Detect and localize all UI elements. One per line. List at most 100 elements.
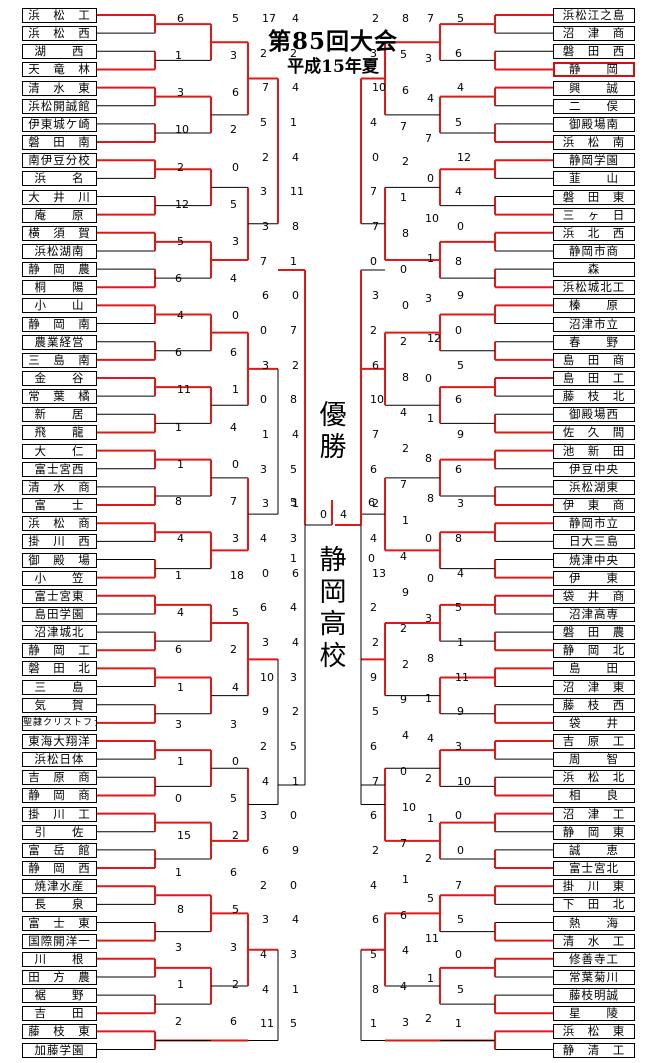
score-right: 0 — [400, 765, 407, 779]
score-right: 1 — [370, 1017, 377, 1031]
score-left: 1 — [292, 497, 299, 511]
score-right: 3 — [457, 497, 464, 511]
score-right: 5 — [400, 47, 407, 61]
score-right: 13 — [372, 566, 386, 580]
score-right: 6 — [455, 46, 462, 60]
score-right: 12 — [427, 332, 441, 345]
score-right: 2 — [425, 852, 432, 865]
team-right: 静岡学園 — [553, 153, 635, 169]
team-left: 富 士 — [22, 498, 97, 514]
score-left: 1 — [292, 774, 299, 788]
score-left: 3 — [260, 809, 267, 823]
score-left: 6 — [230, 346, 237, 360]
team-left: 常 葉 橘 — [22, 389, 97, 405]
score-left: 3 — [262, 913, 269, 927]
score-left: 6 — [175, 346, 182, 360]
score-right: 0 — [370, 254, 377, 268]
team-right: 袋 井 — [553, 715, 635, 731]
team-right: 島 田 — [553, 661, 635, 677]
score-left: 17 — [262, 12, 276, 25]
team-left: 湖 西 — [22, 44, 97, 60]
score-right: 2 — [400, 334, 407, 348]
score-left: 3 — [262, 497, 269, 511]
score-left: 6 — [262, 844, 269, 857]
score-right: 4 — [370, 878, 377, 892]
team-right: 韮 山 — [553, 171, 635, 187]
team-right: 焼津中央 — [553, 552, 635, 568]
team-right: 常葉菊川 — [553, 969, 635, 985]
score-right: 3 — [372, 289, 379, 303]
score-right: 8 — [455, 254, 462, 268]
team-left: 吉 田 — [22, 1006, 97, 1022]
team-left: 島田学園 — [22, 606, 97, 622]
team-left: 富士宮西 — [22, 461, 97, 477]
team-left: 大 井 川 — [22, 189, 97, 205]
score-right: 5 — [427, 892, 434, 905]
score-left: 0 — [232, 160, 239, 174]
team-left: 小 笠 — [22, 570, 97, 586]
team-right: 藤 枝 西 — [553, 697, 635, 713]
team-left: 三 島 南 — [22, 352, 97, 368]
team-right: 浜 松 南 — [553, 135, 635, 151]
score-left: 2 — [230, 643, 237, 657]
score-right: 11 — [455, 670, 469, 684]
score-right: 2 — [402, 155, 409, 169]
score-left: 2 — [292, 358, 299, 372]
score-left: 5 — [290, 1017, 297, 1031]
score-right: 7 — [400, 119, 407, 133]
score-right: 4 — [400, 406, 407, 420]
score-right: 1 — [427, 812, 434, 825]
score-left: 2 — [260, 740, 267, 753]
score-left: 0 — [260, 324, 267, 337]
score-right: 1 — [425, 692, 432, 705]
team-left: 掛 川 西 — [22, 534, 97, 550]
score-right: 3 — [455, 740, 462, 753]
score-left: 3 — [177, 86, 184, 100]
final-score: 0 — [368, 552, 375, 565]
score-right: 1 — [400, 191, 407, 205]
team-left: 川 根 — [22, 951, 97, 967]
team-right: 静岡市立 — [553, 516, 635, 532]
score-left: 3 — [230, 49, 237, 63]
score-left: 1 — [175, 49, 182, 63]
team-right: 周 智 — [553, 752, 635, 768]
team-left: 三 島 — [22, 679, 97, 695]
score-right: 8 — [402, 370, 409, 384]
score-right: 5 — [457, 12, 464, 25]
score-left: 3 — [262, 636, 269, 649]
score-right: 2 — [402, 657, 409, 671]
score-right: 4 — [370, 532, 377, 545]
final-score: 6 — [368, 496, 375, 509]
team-left: 富士宮東 — [22, 588, 97, 604]
score-left: 4 — [292, 428, 299, 441]
score-left: 1 — [177, 680, 184, 694]
score-right: 7 — [400, 836, 407, 850]
team-left: 浜 名 — [22, 171, 97, 187]
team-left: 桐 陽 — [22, 280, 97, 296]
team-left: 吉 原 商 — [22, 770, 97, 786]
score-left: 6 — [230, 866, 237, 880]
score-right: 11 — [425, 932, 439, 945]
team-right: 清 水 工 — [553, 933, 635, 949]
score-right: 3 — [425, 612, 432, 625]
final-score: 1 — [290, 552, 297, 565]
score-left: 0 — [262, 566, 269, 580]
score-left: 3 — [262, 220, 269, 233]
team-left: 新 居 — [22, 407, 97, 423]
score-left: 4 — [292, 12, 299, 25]
score-left: 8 — [175, 494, 182, 508]
team-left: 気 賀 — [22, 697, 97, 713]
score-left: 3 — [290, 948, 297, 961]
score-right: 0 — [425, 372, 432, 385]
score-right: 4 — [402, 944, 409, 958]
score-right: 10 — [370, 393, 384, 407]
team-right: 浜 松 東 — [553, 1024, 635, 1040]
score-right: 4 — [402, 729, 409, 743]
score-left: 3 — [230, 940, 237, 954]
score-left: 4 — [177, 309, 184, 323]
score-left: 3 — [232, 234, 239, 248]
score-right: 4 — [455, 185, 462, 199]
score-right: 3 — [370, 46, 377, 60]
team-right: 吉 原 工 — [553, 734, 635, 749]
score-left: 5 — [232, 606, 239, 620]
